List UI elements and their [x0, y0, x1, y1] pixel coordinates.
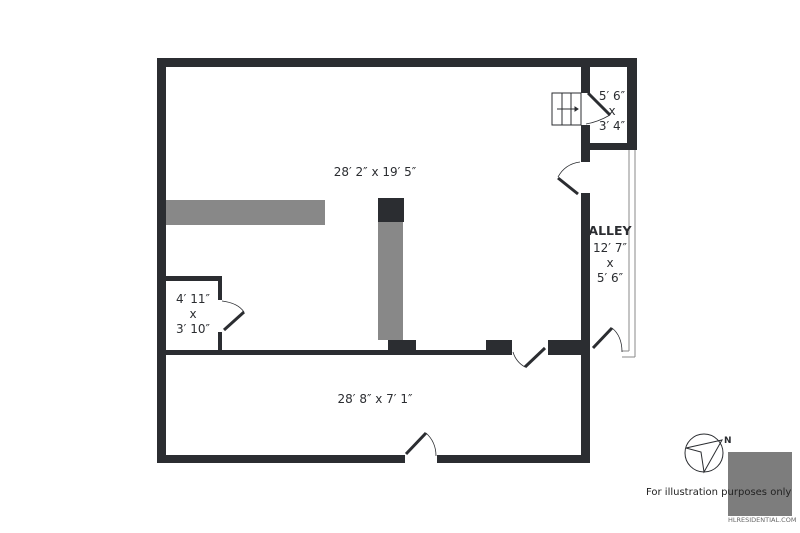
- closet-left-x: x: [189, 307, 197, 321]
- alley-x: x: [606, 256, 614, 270]
- walls: [157, 58, 637, 463]
- wall-top: [157, 58, 637, 67]
- door-left-closet[interactable]: [221, 300, 246, 332]
- stairs-icon: [551, 92, 582, 126]
- door-entry[interactable]: [404, 431, 437, 457]
- room-main-dimensions: 28′ 2″ x 19′ 5″: [333, 165, 417, 179]
- column-beam: [378, 222, 403, 340]
- column-cap: [378, 198, 404, 222]
- wall-closet-right-bottom: [218, 332, 222, 352]
- wall-closet-top: [166, 276, 222, 281]
- wall-left: [157, 58, 166, 463]
- compass-north-label: N: [724, 436, 732, 446]
- wall-closet-right-top: [218, 276, 222, 300]
- stair-closet-width: 5′ 6″: [598, 89, 626, 103]
- doors: [221, 91, 623, 457]
- closet-left-width: 4′ 11″: [176, 292, 210, 306]
- closet-left-label: 4′ 11″ x 3′ 10″: [168, 292, 218, 337]
- counter-bar: [166, 200, 325, 225]
- alley-name: ALLEY: [588, 223, 632, 238]
- wall-bottom-right: [437, 455, 590, 463]
- alley-outline: [622, 150, 636, 358]
- stair-closet-x: x: [608, 104, 616, 118]
- alley-width: 12′ 7″: [593, 241, 627, 255]
- wall-stair-closet-right: [627, 58, 637, 150]
- wall-stair-closet-bottom: [581, 143, 637, 150]
- wall-block-column: [388, 340, 416, 355]
- wall-block-right: [486, 340, 512, 355]
- door-alley-upper[interactable]: [557, 161, 581, 196]
- wall-bottom-left: [157, 455, 405, 463]
- wall-stair-closet-left-top: [581, 58, 590, 93]
- brand-logo: [728, 452, 792, 516]
- wall-interior-horizontal: [166, 350, 512, 355]
- stair-closet-label: 5′ 6″ x 3′ 4″: [592, 89, 632, 134]
- alley-depth: 5′ 6″: [596, 271, 624, 285]
- door-interior[interactable]: [512, 346, 547, 369]
- illustration-note: For illustration purposes only: [646, 487, 792, 498]
- door-alley-lower[interactable]: [591, 326, 623, 353]
- stair-closet-depth: 3′ 4″: [598, 119, 626, 133]
- closet-left-depth: 3′ 10″: [176, 322, 210, 336]
- wall-alley-side: [581, 193, 590, 353]
- alley-label: ALLEY 12′ 7″ x 5′ 6″: [588, 223, 632, 286]
- compass-icon: [684, 433, 724, 474]
- wall-lower-right: [581, 345, 590, 463]
- door-stair-closet[interactable]: [585, 91, 612, 125]
- room-lower-dimensions: 28′ 8″ x 7′ 1″: [337, 392, 413, 406]
- wall-alley-corner: [548, 340, 590, 355]
- fixtures: [166, 200, 403, 340]
- brand-url: HLRESIDENTIAL.COM: [728, 516, 797, 524]
